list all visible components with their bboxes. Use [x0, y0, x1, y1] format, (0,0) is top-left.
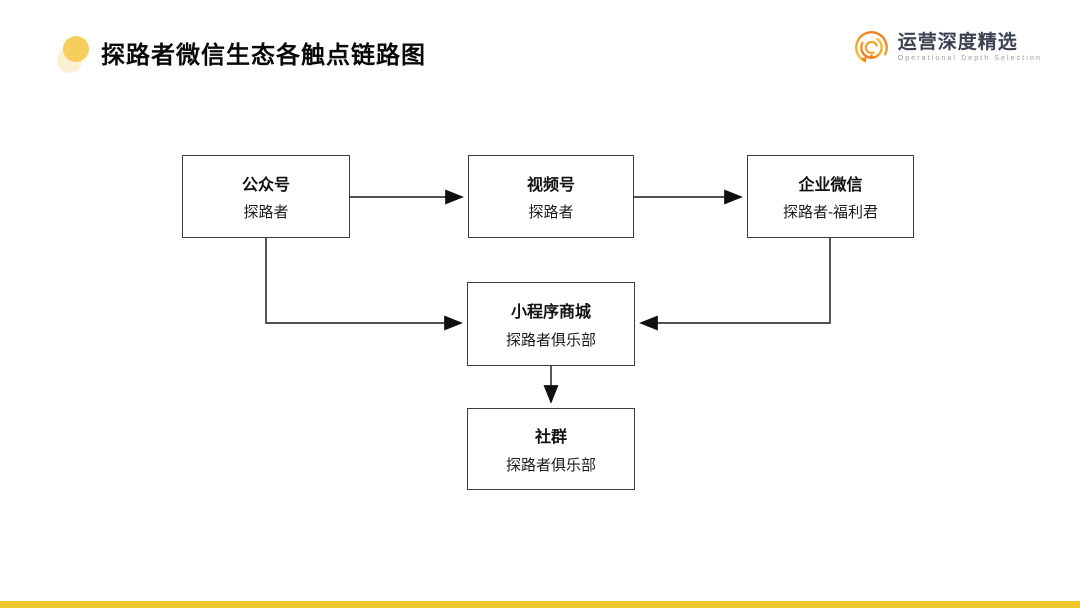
bullet-solid-circle [63, 36, 89, 62]
node-official-account: 公众号 探路者 [182, 155, 350, 238]
node-subtitle: 探路者-福利君 [783, 204, 878, 222]
node-subtitle: 探路者 [528, 204, 574, 222]
node-title: 社群 [534, 429, 567, 447]
logo-text: 运营深度精选 Operational Depth Selection [897, 32, 1042, 63]
logo-subtitle: Operational Depth Selection [897, 55, 1042, 62]
edge-official-account-to-miniprogram-mall [265, 238, 463, 331]
node-community: 社群 探路者俱乐部 [467, 408, 635, 490]
node-title: 小程序商城 [510, 304, 591, 321]
node-title: 企业微信 [798, 176, 863, 194]
page-title: 探路者微信生态各触点链路图 [101, 42, 426, 69]
node-subtitle: 探路者俱乐部 [505, 332, 596, 349]
node-enterprise-wechat: 企业微信 探路者-福利君 [747, 155, 914, 238]
node-video-channel: 视频号 探路者 [468, 155, 634, 238]
title-bullet-icon [57, 30, 101, 74]
edge-enterprise-wechat-to-miniprogram-mall [639, 238, 831, 331]
logo: 运营深度精选 Operational Depth Selection [853, 29, 1042, 66]
node-title: 视频号 [526, 176, 575, 194]
node-subtitle: 探路者 [243, 204, 289, 222]
node-title: 公众号 [241, 176, 290, 194]
node-subtitle: 探路者俱乐部 [505, 456, 596, 474]
node-miniprogram-mall: 小程序商城 探路者俱乐部 [467, 282, 635, 366]
logo-icon [854, 31, 888, 64]
bottom-accent-bar [0, 601, 1080, 608]
logo-name: 运营深度精选 [897, 32, 1018, 53]
